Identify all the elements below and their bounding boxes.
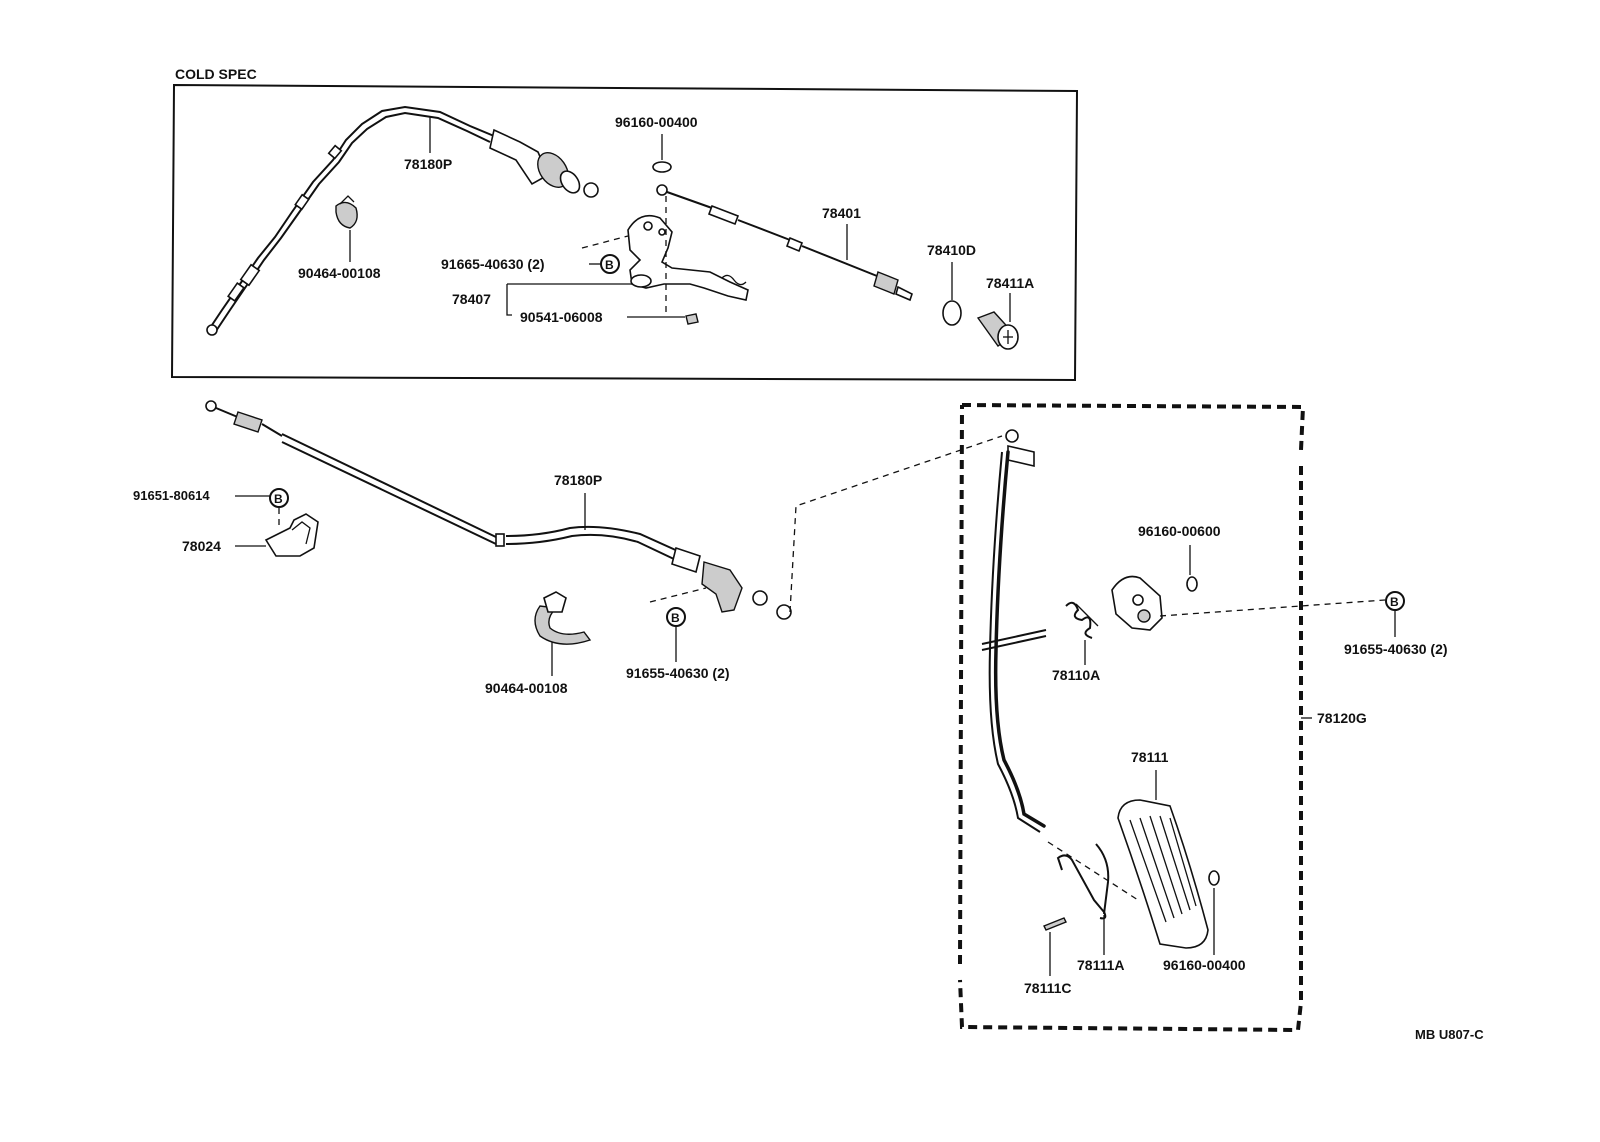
badge-letter-right: B <box>1390 595 1399 609</box>
label-96160-00400-bottom: 96160-00400 <box>1163 957 1246 973</box>
bolt-badge-top: B <box>600 254 620 274</box>
pedal-pad-78111[interactable] <box>1117 799 1209 949</box>
label-78180p-mid: 78180P <box>554 472 602 488</box>
throttle-rod-78401[interactable] <box>656 184 913 302</box>
badge-letter-left: B <box>274 492 283 506</box>
label-96160-00600: 96160-00600 <box>1138 523 1221 539</box>
label-78401: 78401 <box>822 205 861 221</box>
bracket-78024[interactable] <box>264 513 319 557</box>
label-91651-80614: 91651-80614 <box>133 488 210 503</box>
pedal-pivot-bracket[interactable] <box>1111 575 1163 631</box>
label-78410d: 78410D <box>927 242 976 258</box>
cable-clamp-top[interactable] <box>335 195 358 229</box>
bolt-90541-06008[interactable] <box>685 313 699 325</box>
label-91665-40630-top: 91665-40630 (2) <box>441 256 545 272</box>
pedal-arm[interactable] <box>981 429 1047 833</box>
label-78180p-top: 78180P <box>404 156 452 172</box>
label-78111: 78111 <box>1131 749 1169 765</box>
label-78411a: 78411A <box>986 275 1034 291</box>
pedal-spring-clip-78111a[interactable] <box>1056 843 1110 920</box>
throttle-cable-mid[interactable] <box>205 400 792 620</box>
washer-96160-00400-bottom[interactable] <box>1208 870 1220 886</box>
bracket-78407[interactable] <box>627 214 749 301</box>
bolt-badge-left: B <box>269 488 289 508</box>
pin-78111c[interactable] <box>1043 917 1067 931</box>
washer-96160-00400-top[interactable] <box>652 161 672 173</box>
label-78024: 78024 <box>182 538 221 554</box>
badge-letter-mid: B <box>671 611 680 625</box>
label-90464-00108-mid: 90464-00108 <box>485 680 568 696</box>
bolt-badge-right: B <box>1385 591 1405 611</box>
label-96160-00400-top: 96160-00400 <box>615 114 698 130</box>
return-spring-78110a[interactable] <box>1065 601 1099 639</box>
label-90541-06008: 90541-06008 <box>520 309 603 325</box>
washer-96160-00600[interactable] <box>1186 576 1198 592</box>
label-78407: 78407 <box>452 291 491 307</box>
label-78110a: 78110A <box>1052 667 1100 683</box>
badge-letter: B <box>605 258 614 272</box>
label-78111a: 78111A <box>1077 957 1125 973</box>
pedal-assembly-box <box>958 403 1306 1033</box>
knob-78411a[interactable] <box>976 311 1019 350</box>
throttle-cable-top[interactable] <box>206 105 599 336</box>
cold-spec-box <box>170 83 1079 382</box>
bolt-badge-mid: B <box>666 607 686 627</box>
label-91655-40630-right: 91655-40630 (2) <box>1344 641 1448 657</box>
label-91655-40630-mid: 91655-40630 (2) <box>626 665 730 681</box>
label-78111c: 78111C <box>1024 980 1072 996</box>
section-title: COLD SPEC <box>175 66 257 82</box>
label-78120g: 78120G <box>1317 710 1367 726</box>
diagram-code: MB U807-C <box>1415 1027 1484 1042</box>
nut-78410d[interactable] <box>942 300 962 326</box>
cable-clamp-mid[interactable] <box>534 591 592 645</box>
label-90464-00108-top: 90464-00108 <box>298 265 381 281</box>
